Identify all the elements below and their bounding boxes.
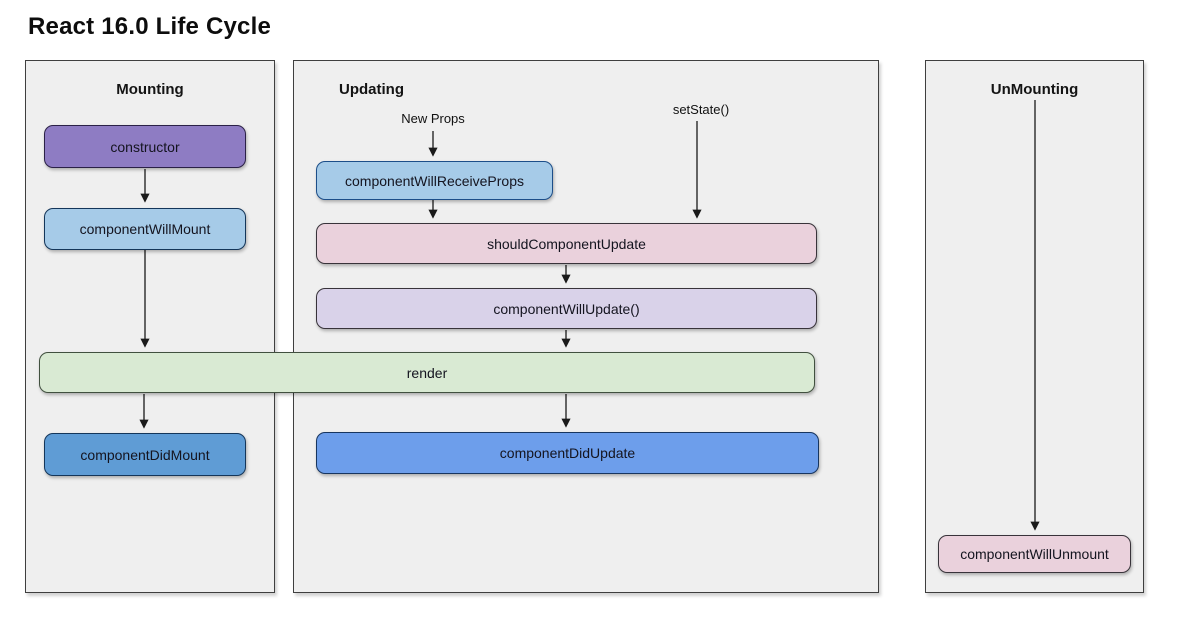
- updating-panel-header: Updating: [339, 81, 404, 98]
- node-constructor: constructor: [44, 125, 246, 168]
- node-component-will-unmount: componentWillUnmount: [938, 535, 1131, 573]
- mounting-panel-header: Mounting: [116, 81, 184, 98]
- unmounting-panel: UnMounting: [925, 60, 1144, 593]
- node-component-will-mount: componentWillMount: [44, 208, 246, 250]
- node-component-will-receive-props: componentWillReceiveProps: [316, 161, 553, 200]
- set-state-label: setState(): [672, 102, 730, 117]
- node-component-did-mount: componentDidMount: [44, 433, 246, 476]
- new-props-label: New Props: [401, 111, 465, 126]
- node-component-did-update: componentDidUpdate: [316, 432, 819, 474]
- unmounting-panel-header: UnMounting: [990, 81, 1079, 98]
- page-title: React 16.0 Life Cycle: [28, 13, 271, 40]
- node-render: render: [39, 352, 815, 393]
- node-should-component-update: shouldComponentUpdate: [316, 223, 817, 264]
- node-component-will-update: componentWillUpdate(): [316, 288, 817, 329]
